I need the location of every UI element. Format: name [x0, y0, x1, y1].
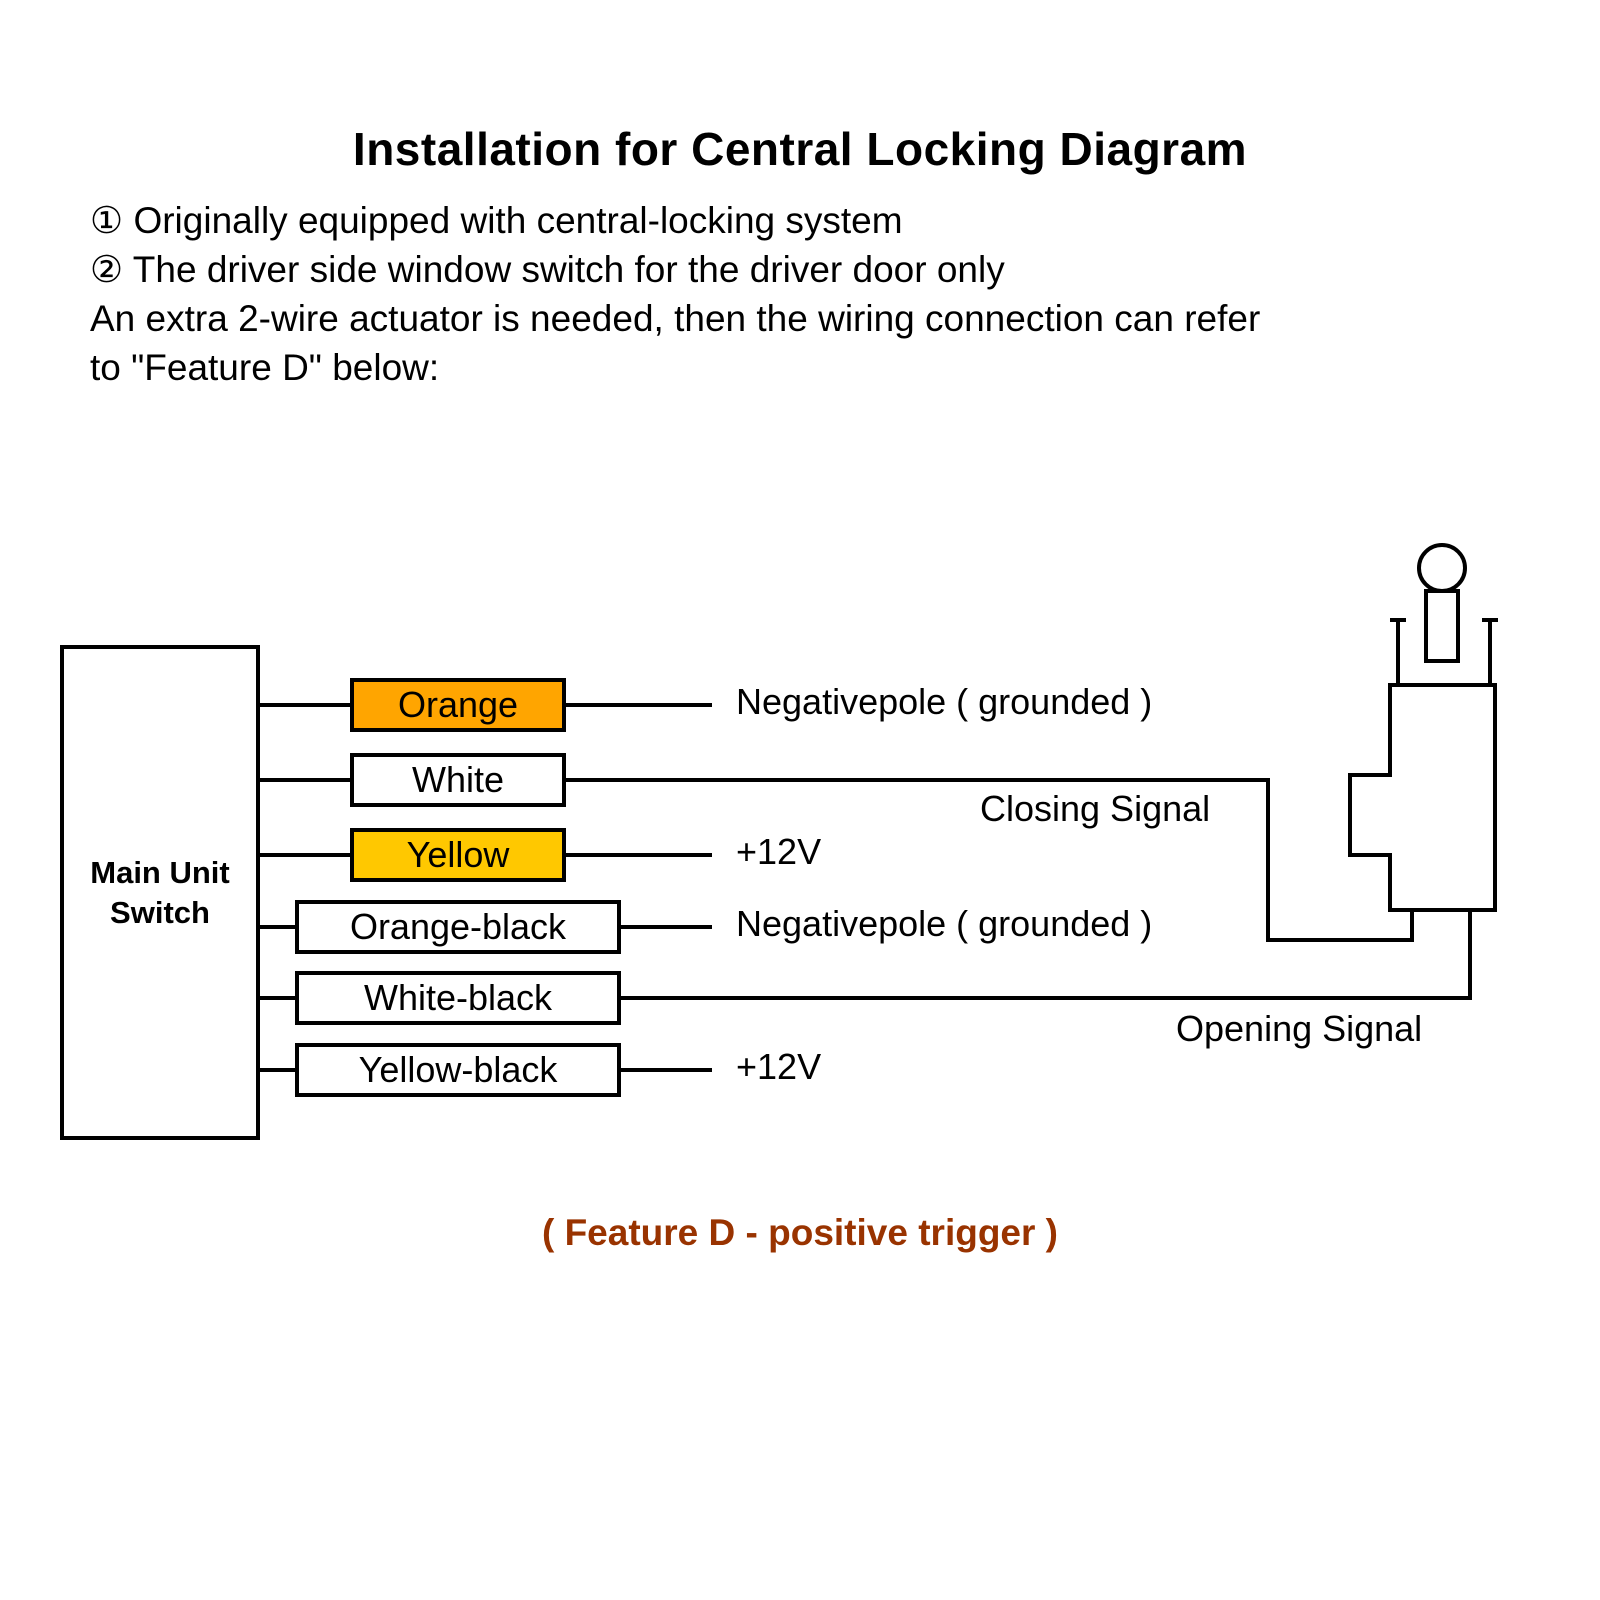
note-line-2: ② The driver side window switch for the …	[90, 249, 1005, 290]
wire-box-white: White	[350, 753, 566, 807]
wire-box-yellow-black: Yellow-black	[295, 1043, 621, 1097]
annotation-negativepole-grounded-2: Negativepole ( grounded )	[736, 903, 1153, 944]
main-unit-switch-box: Main Unit Switch	[60, 645, 260, 1140]
wire-lead-white-closing-signal	[565, 778, 1414, 942]
annotation-plus-12v-2: +12V	[736, 1046, 822, 1087]
wire-box-white-black: White-black	[295, 971, 621, 1025]
wire-box-yellow: Yellow	[350, 828, 566, 882]
notes-block: ① Originally equipped with central-locki…	[90, 196, 1540, 392]
wire-box-orange: Orange	[350, 678, 566, 732]
main-unit-label-line1: Main Unit	[90, 854, 230, 890]
page-title: Installation for Central Locking Diagram	[352, 123, 1248, 175]
actuator-plunger	[1424, 589, 1460, 663]
feature-d-caption: ( Feature D - positive trigger )	[541, 1212, 1058, 1253]
note-line-3: An extra 2-wire actuator is needed, then…	[90, 298, 1261, 339]
annotation-negativepole-grounded-1: Negativepole ( grounded )	[736, 681, 1153, 722]
note-line-4: to "Feature D" below:	[90, 347, 440, 388]
actuator-body	[1348, 683, 1497, 912]
annotation-opening-signal: Opening Signal	[1176, 1008, 1423, 1049]
wire-lead-white-black-opening-signal	[620, 912, 1472, 1000]
main-unit-label-line2: Switch	[110, 894, 210, 930]
annotation-plus-12v-1: +12V	[736, 831, 822, 872]
actuator-knob-icon	[1417, 543, 1467, 593]
annotation-closing-signal: Closing Signal	[980, 788, 1211, 829]
note-line-1: ① Originally equipped with central-locki…	[90, 200, 903, 241]
wire-box-orange-black: Orange-black	[295, 900, 621, 954]
